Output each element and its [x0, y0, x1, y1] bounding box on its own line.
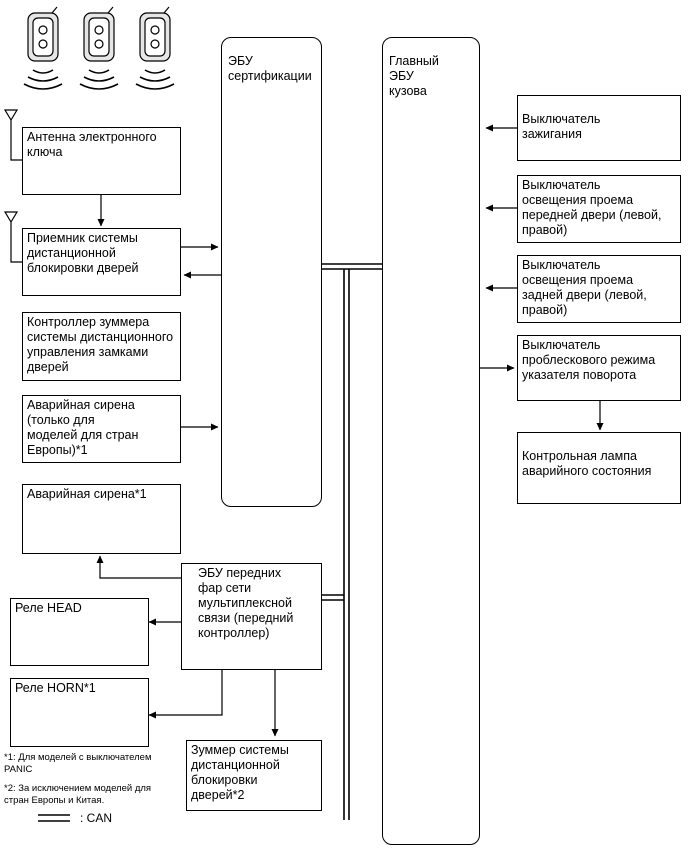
can-bus [322, 263, 382, 820]
front-door-courtesy-box: Выключатель освещения проема передней дв… [517, 175, 681, 243]
ignition-switch-box: Выключатель зажигания [517, 95, 681, 161]
antenna-icon [3, 109, 22, 161]
hazard-lamp-box: Контрольная лампа аварийного состояния [517, 432, 681, 504]
buzzer-controller-box: Контроллер зуммера системы дистанционног… [22, 312, 181, 381]
antenna-icon-2 [3, 211, 22, 263]
remote-key-icon [23, 6, 175, 90]
siren-europe-box: Аварийная сирена (только для моделей для… [22, 395, 181, 463]
rear-door-courtesy-box: Выключатель освещения проема задней двер… [517, 255, 681, 323]
relay-horn-box: Реле HORN*1 [10, 678, 149, 747]
certification-ecu-label: ЭБУ сертификации [228, 54, 312, 83]
hazard-switch-box: Выключатель проблескового режима указате… [517, 335, 681, 401]
main-body-ecu-label: Главный ЭБУ кузова [389, 54, 439, 98]
antenna-box: Антенна электронного ключа [22, 127, 181, 195]
receiver-box: Приемник системы дистанционной блокировк… [22, 228, 181, 296]
headlight-ecu-box: ЭБУ передних фар сети мультиплексной свя… [181, 563, 322, 670]
footnote-2: *2: За исключением моделей для стран Евр… [4, 783, 152, 806]
door-lock-buzzer-box: Зуммер системы дистанционной блокировки … [186, 740, 322, 811]
siren-box: Аварийная сирена*1 [22, 484, 181, 554]
certification-ecu: ЭБУ сертификации [221, 37, 322, 507]
can-legend-label: : CAN [80, 811, 113, 825]
can-legend-icon [38, 814, 70, 822]
footnote-1: *1: Для моделей с выключателем PANIC [4, 752, 152, 775]
relay-head-box: Реле HEAD [10, 598, 149, 666]
main-body-ecu: Главный ЭБУ кузова [382, 37, 480, 845]
